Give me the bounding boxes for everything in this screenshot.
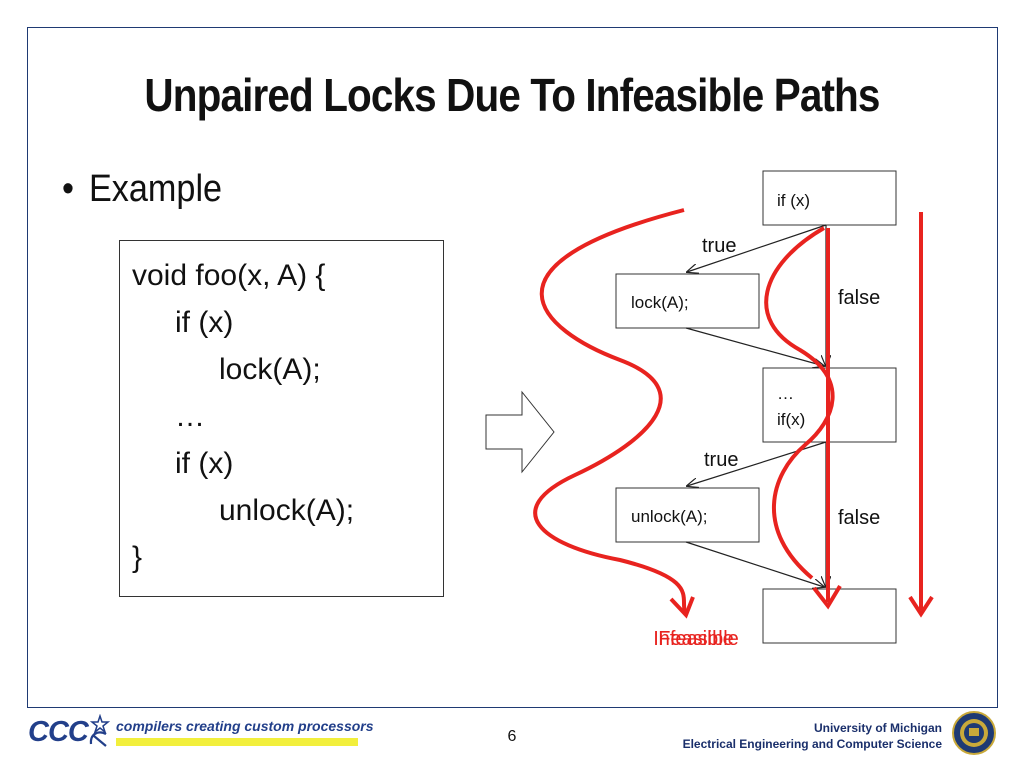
bullet-text: Example [89,168,223,210]
node-lock [615,273,760,329]
tagline-bar [116,738,358,746]
arrowhead-icon [812,584,842,610]
code-line: if (x) [175,306,234,339]
node-lock-label: lock(A); [631,293,689,312]
hammer-sickle-icon [89,714,111,747]
path-inner-wiggle [764,226,835,580]
arrowhead-icon [669,596,695,619]
logo-tagline: compilers creating custom processors [116,718,374,734]
code-line: lock(A); [219,353,321,386]
code-line: void foo(x, A) { [132,259,326,292]
path-label-feasible: Feasible [658,628,734,650]
transform-arrow-icon [485,390,555,474]
edge-unlock-join [685,541,824,587]
code-line: unlock(A); [219,494,355,527]
affiliation: University of Michigan Electrical Engine… [683,720,942,752]
edge-false-label: false [838,507,880,529]
code-line: … [175,400,205,433]
path-label-infeasible: Infeasible [653,628,739,650]
bullet-item: • Example [62,168,222,211]
edge-false-label: false [838,287,880,309]
ccc-logo: CCC [28,716,89,749]
code-box: void foo(x, A) { if (x) lock(A); … if (x… [119,240,444,597]
edge-lock-join [685,327,824,366]
logo-text: CCC [28,716,89,748]
code-line: } [132,541,143,574]
node-ellipsis-label: … [777,384,794,403]
node-if-x2-label: if(x) [777,410,805,429]
slide-frame [27,27,998,708]
node-unlock [615,487,760,543]
page-number: 6 [507,728,517,745]
bullet-dot: • [62,168,74,210]
edge-true-label: true [702,235,736,257]
path-through-lock-skip-unlock [533,208,687,613]
code-line: if (x) [175,447,234,480]
node-if-x-label: if (x) [777,191,810,210]
affiliation-line: Electrical Engineering and Computer Scie… [682,737,942,751]
arrowhead-icon [908,595,934,618]
university-seal-icon [952,711,996,755]
edge-true-label: true [704,449,738,471]
affiliation-line: University of Michigan [813,721,942,735]
node-unlock-label: unlock(A); [631,507,708,526]
slide-title: Unpaired Locks Due To Infeasible Paths [144,69,880,121]
edge-true-1 [687,224,827,272]
node-if-x [762,170,897,226]
